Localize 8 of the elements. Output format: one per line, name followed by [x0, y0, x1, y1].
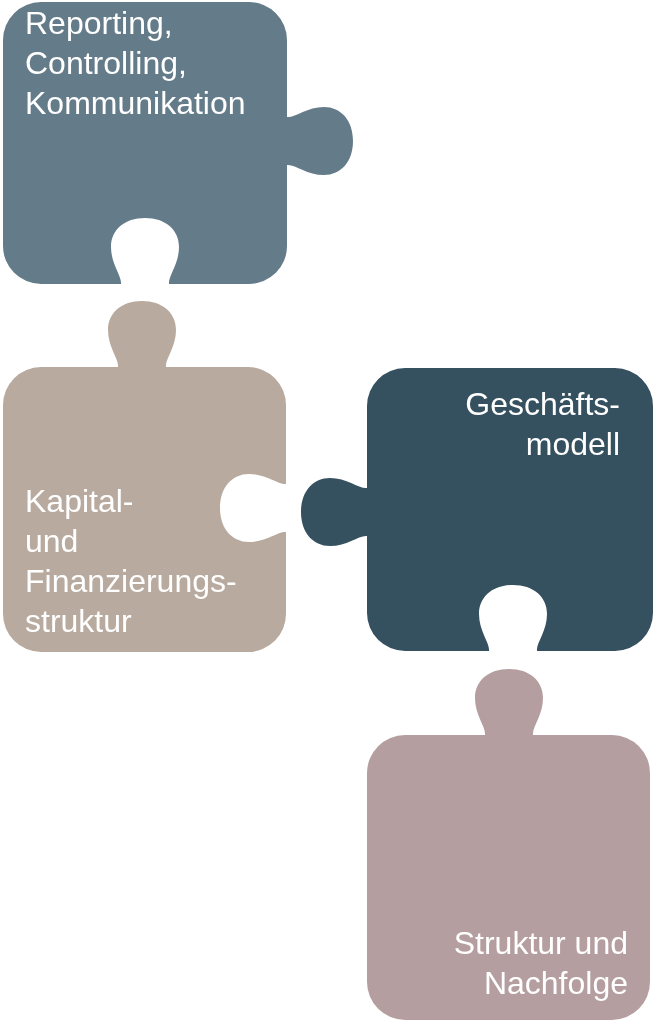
puzzle-piece	[301, 368, 653, 651]
puzzle-piece	[3, 301, 286, 652]
puzzle-piece	[367, 669, 650, 1020]
piece-label: Reporting, Controlling, Kommunikation	[25, 4, 246, 123]
piece-label: Struktur und Nachfolge	[452, 924, 628, 1003]
piece-label: Kapital- und Finanzierungs- struktur	[25, 482, 237, 641]
piece-label: Geschäfts- modell	[465, 385, 620, 464]
puzzle-piece	[3, 2, 353, 284]
